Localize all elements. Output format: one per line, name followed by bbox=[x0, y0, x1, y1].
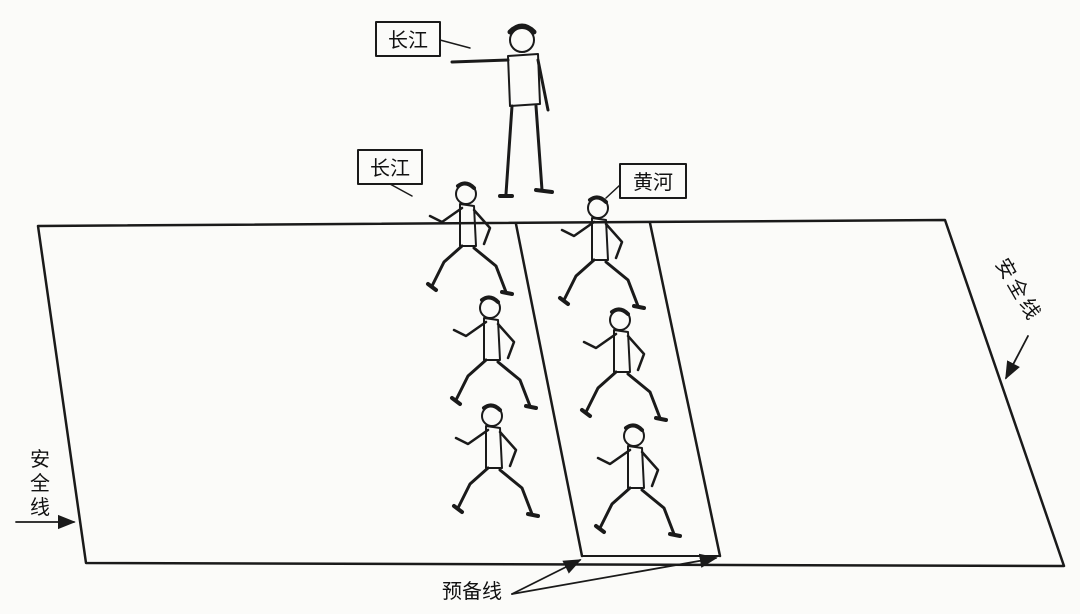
runner-left-2 bbox=[450, 295, 538, 410]
field-outline bbox=[36, 218, 1066, 568]
left-runner-team-label: 长江 bbox=[357, 149, 423, 197]
teacher-team-label: 长江 bbox=[375, 21, 471, 57]
safety-line-right: 安 全 线 bbox=[991, 254, 1045, 380]
ready-line-label: 预备线 bbox=[442, 553, 718, 603]
ready-line-text: 预备线 bbox=[442, 579, 502, 603]
runner-right-1 bbox=[558, 195, 646, 310]
safety-right-arrow bbox=[1005, 335, 1029, 380]
safety-line-left: 安 全 线 bbox=[15, 447, 76, 530]
right-runner-team-text: 黄河 bbox=[633, 170, 673, 194]
safety-left-char-1: 安 bbox=[30, 447, 50, 471]
ready-arrow-2 bbox=[511, 553, 718, 595]
runner-right-2 bbox=[580, 307, 668, 422]
safety-left-char-3: 线 bbox=[30, 495, 50, 519]
ready-zone bbox=[514, 221, 722, 558]
right-runner-team-label: 黄河 bbox=[605, 163, 687, 199]
safety-left-char-2: 全 bbox=[30, 471, 50, 495]
runner-left-3 bbox=[452, 403, 540, 518]
teacher-team-text: 长江 bbox=[388, 28, 428, 52]
left-runner-team-text: 长江 bbox=[370, 156, 410, 180]
ready-arrow-1 bbox=[511, 559, 582, 595]
teacher-figure bbox=[450, 23, 554, 198]
runner-right-3 bbox=[594, 423, 682, 538]
runner-left-1 bbox=[426, 181, 514, 296]
